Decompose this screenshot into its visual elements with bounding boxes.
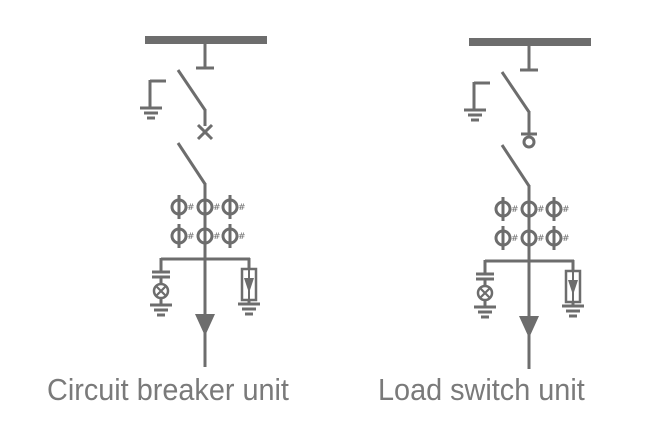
ct-marker-text: # xyxy=(238,203,246,213)
indicator-branch xyxy=(474,260,496,319)
surge-arrester-icon xyxy=(564,269,582,304)
ground-icon xyxy=(238,302,260,316)
earthing-switch-icon xyxy=(464,81,490,122)
ct-marker-text: # xyxy=(562,205,570,215)
indicator-lamp-icon xyxy=(476,284,494,302)
current-transformer-icon: # xyxy=(196,224,221,248)
ct-marker-text: # xyxy=(537,205,545,215)
circuit-breaker-unit-label: Circuit breaker unit xyxy=(47,372,289,407)
ct-marker-text: # xyxy=(562,234,570,244)
current-transformer-icon: # xyxy=(196,195,221,219)
ct-marker-text: # xyxy=(213,232,221,242)
current-transformer-icon: # xyxy=(170,224,195,248)
circuit-breaker-diagram: # # # # # # xyxy=(140,36,267,367)
ct-marker-text: # xyxy=(511,234,519,244)
load-switch-icon xyxy=(521,128,537,149)
disconnector-icon xyxy=(500,71,531,128)
busbar-icon xyxy=(469,38,591,46)
arrester-branch xyxy=(562,260,584,318)
current-transformer-icon: # xyxy=(545,197,570,221)
disconnector-icon xyxy=(500,144,531,187)
ground-icon xyxy=(140,106,162,120)
load-switch-diagram: # # # # # # xyxy=(464,38,591,369)
busbar-icon xyxy=(145,36,267,44)
load-switch-unit-label: Load switch unit xyxy=(378,372,585,407)
arrester-branch xyxy=(238,258,260,316)
disconnector-icon xyxy=(176,142,207,185)
ct-marker-text: # xyxy=(537,234,545,244)
circuit-breaker-icon xyxy=(196,123,214,141)
current-transformer-icon: # xyxy=(170,195,195,219)
current-transformer-icon: # xyxy=(520,226,545,250)
current-transformer-icon: # xyxy=(221,195,246,219)
indicator-lamp-icon xyxy=(152,282,170,300)
current-transformer-icon: # xyxy=(221,224,246,248)
ct-marker-text: # xyxy=(511,205,519,215)
disconnector-icon xyxy=(176,69,207,126)
current-transformer-icon: # xyxy=(494,226,519,250)
cable-arrow-icon xyxy=(195,314,215,336)
ground-icon xyxy=(474,305,496,319)
indicator-branch xyxy=(150,258,172,317)
surge-arrester-icon xyxy=(240,267,258,302)
ct-marker-text: # xyxy=(187,203,195,213)
earthing-switch-icon xyxy=(140,79,166,120)
current-transformer-icon: # xyxy=(520,197,545,221)
ground-icon xyxy=(464,108,486,122)
current-transformer-icon: # xyxy=(545,226,570,250)
ct-marker-text: # xyxy=(238,232,246,242)
ct-marker-text: # xyxy=(187,232,195,242)
ground-icon xyxy=(150,303,172,317)
ct-marker-text: # xyxy=(213,203,221,213)
current-transformer-icon: # xyxy=(494,197,519,221)
cable-arrow-icon xyxy=(519,316,539,338)
ground-icon xyxy=(562,304,584,318)
